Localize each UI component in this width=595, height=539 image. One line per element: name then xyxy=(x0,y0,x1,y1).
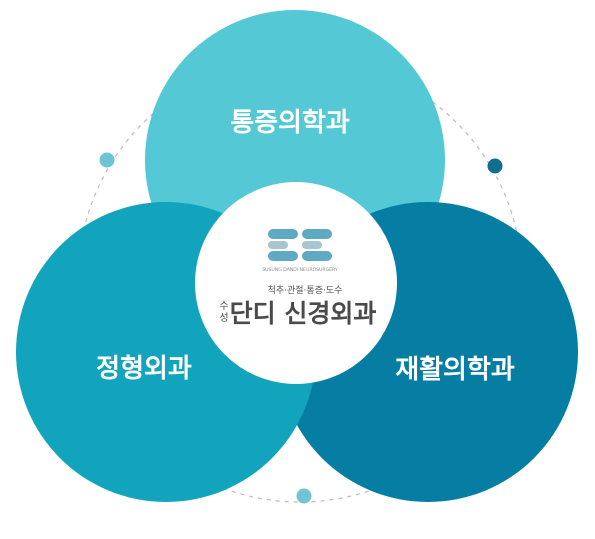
center-side-text-top: 수 xyxy=(219,300,228,312)
orbit-dot-left xyxy=(99,152,115,168)
center-circle xyxy=(195,182,397,384)
center-side-text-bottom: 성 xyxy=(219,312,228,324)
hospital-logo-icon xyxy=(268,229,332,261)
circle-top-label: 통증의학과 xyxy=(230,108,350,138)
circle-left-label: 정형외과 xyxy=(96,354,192,384)
logo-english-name: SUSUNG DANDI NEUROSURGERY xyxy=(262,267,338,273)
orbit-dot-right xyxy=(487,158,503,174)
center-subtitle: 척추·관절·통증·도수 xyxy=(268,284,343,296)
orbit-dot-bottom xyxy=(296,488,312,504)
center-hospital-name: 단디 신경외과 xyxy=(230,299,377,328)
circle-right-label: 재활의학과 xyxy=(395,355,515,385)
